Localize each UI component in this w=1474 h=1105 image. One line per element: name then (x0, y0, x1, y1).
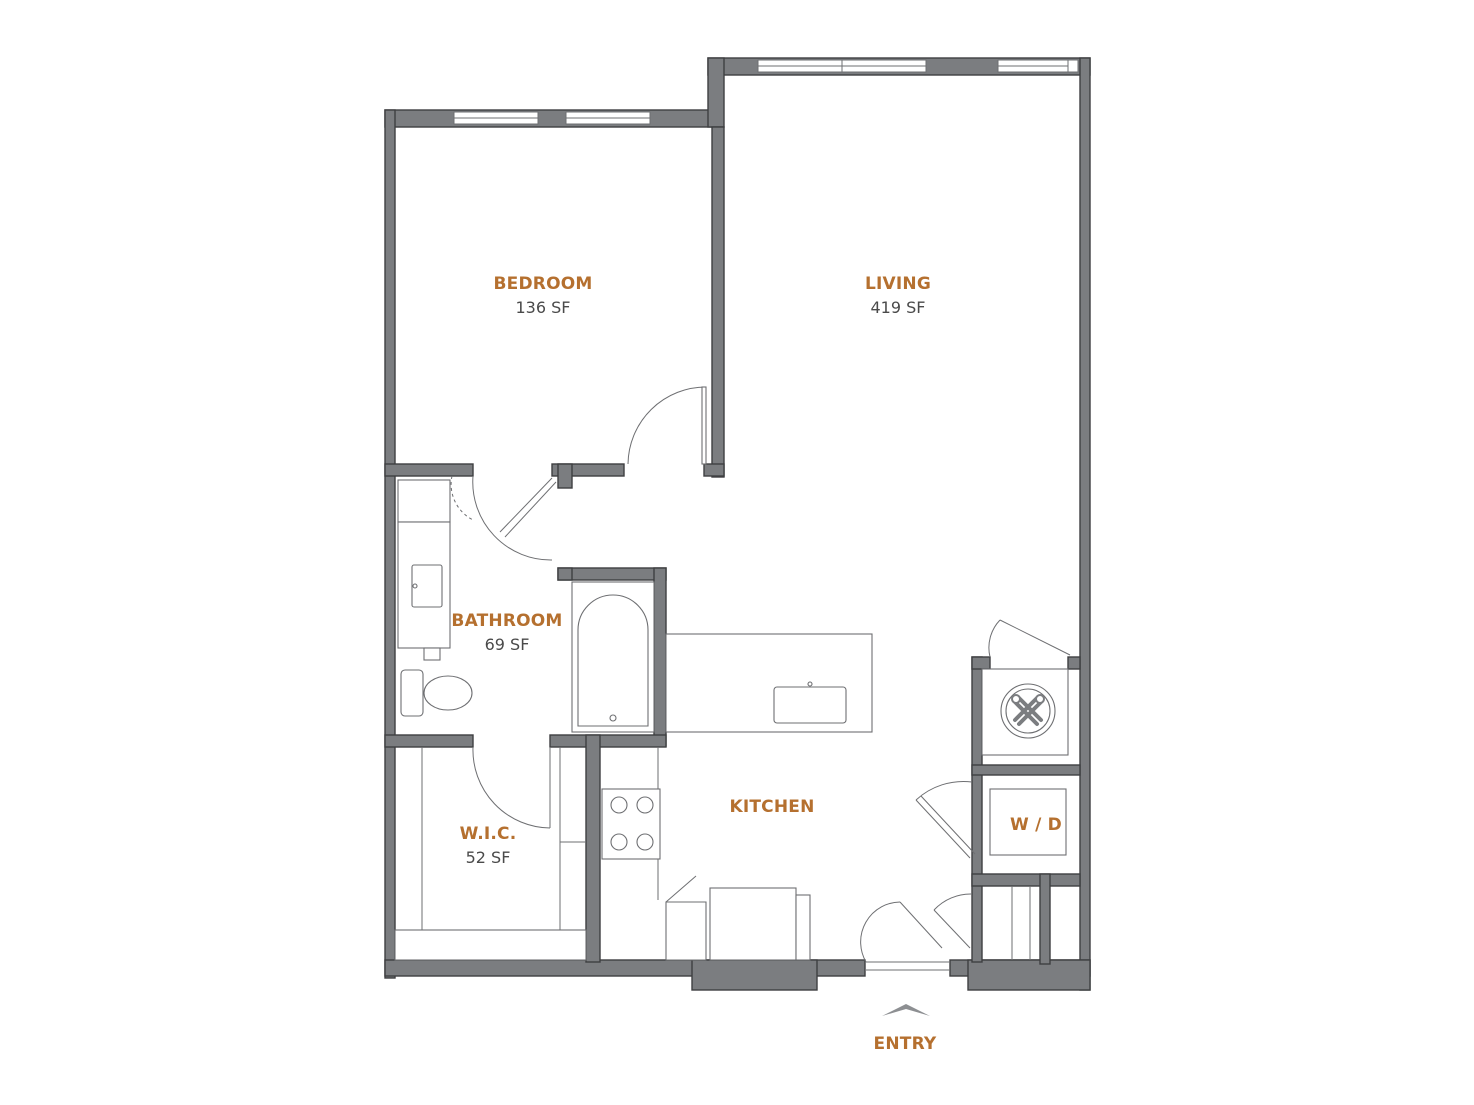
interior-walls (384, 126, 1081, 965)
windows (453, 59, 1079, 125)
kitchen-label: KITCHEN (729, 797, 814, 817)
fixtures (394, 479, 1069, 961)
entry-label: ENTRY (874, 1034, 937, 1054)
living-label: LIVING (865, 274, 931, 294)
bedroom-area: 136 SF (516, 298, 571, 317)
room-labels: BEDROOM 136 SF LIVING 419 SF BATHROOM 69… (451, 274, 1062, 1054)
bathroom-area: 69 SF (485, 635, 530, 654)
chevron-up-icon (882, 1004, 930, 1016)
laundry-label: W / D (1010, 815, 1062, 835)
living-area: 419 SF (871, 298, 926, 317)
wic-label: W.I.C. (460, 824, 517, 844)
doors (450, 386, 1071, 971)
bedroom-label: BEDROOM (494, 274, 593, 294)
bathroom-label: BATHROOM (451, 611, 562, 631)
exterior-walls (384, 57, 1091, 991)
wic-area: 52 SF (466, 848, 511, 867)
tools-icon (1011, 694, 1045, 726)
